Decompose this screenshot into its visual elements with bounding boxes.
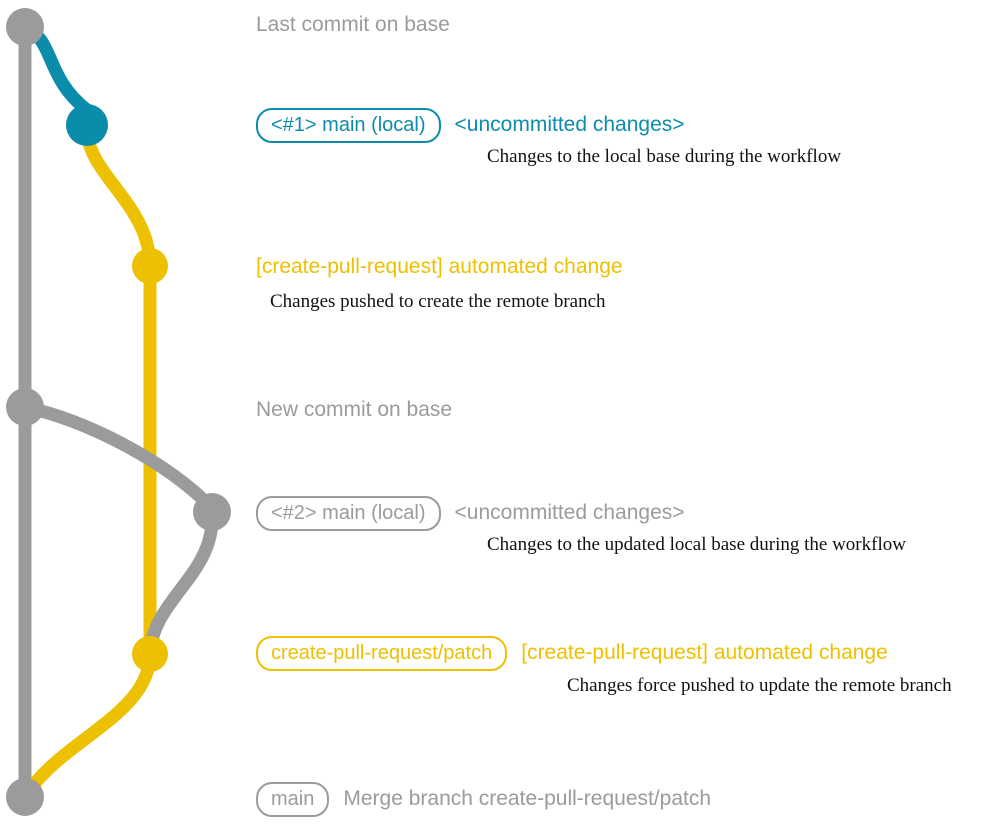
commit-node-base-top[interactable] xyxy=(6,8,44,46)
local-to-patch-line xyxy=(143,509,219,661)
local-branch-line-2 xyxy=(18,400,219,515)
commit-subject-local-changes-2: <uncommitted changes> xyxy=(454,501,685,524)
commit-subject-merge-commit: Merge branch create-pull-request/patch xyxy=(343,787,712,810)
commit-node-local-1[interactable] xyxy=(66,104,108,146)
branch-graph xyxy=(6,8,231,816)
commit-row-local-changes-1: <#1> main (local) <uncommitted changes> xyxy=(256,108,685,143)
commit-subject-local-changes-1: <uncommitted changes> xyxy=(454,113,685,136)
branch-chip-main[interactable]: main xyxy=(256,782,330,817)
commit-subject-last-commit-on-base: Last commit on base xyxy=(256,13,450,36)
commit-subject-new-commit-on-base: New commit on base xyxy=(256,398,453,421)
commit-row-new-commit-on-base: New commit on base xyxy=(256,399,452,420)
commit-description-automated-change-2: Changes force pushed to update the remot… xyxy=(567,675,952,696)
commit-description-automated-change-1: Changes pushed to create the remote bran… xyxy=(270,291,606,312)
commit-node-merge[interactable] xyxy=(6,778,44,816)
patch-branch-line-1 xyxy=(80,123,157,273)
commit-row-automated-change-2: create-pull-request/patch [create-pull-r… xyxy=(256,636,888,671)
commit-subject-automated-change-1: [create-pull-request] automated change xyxy=(256,255,623,278)
branch-chip-local-1[interactable]: <#1> main (local) xyxy=(256,108,441,143)
patch-merge-line xyxy=(18,647,157,804)
commit-node-patch-1[interactable] xyxy=(132,248,168,284)
commit-description-local-changes-2: Changes to the updated local base during… xyxy=(487,534,906,555)
commit-node-local-2[interactable] xyxy=(193,493,231,531)
commit-row-merge-commit: main Merge branch create-pull-request/pa… xyxy=(256,782,711,817)
branch-chip-patch[interactable]: create-pull-request/patch xyxy=(256,636,508,671)
commit-row-automated-change-1: [create-pull-request] automated change xyxy=(256,256,623,277)
commit-node-base-mid[interactable] xyxy=(6,388,44,426)
commit-node-patch-2[interactable] xyxy=(132,636,168,672)
branch-chip-local-2[interactable]: <#2> main (local) xyxy=(256,496,441,531)
commit-subject-automated-change-2: [create-pull-request] automated change xyxy=(521,641,888,664)
commit-row-local-changes-2: <#2> main (local) <uncommitted changes> xyxy=(256,496,685,531)
commit-description-local-changes-1: Changes to the local base during the wor… xyxy=(487,146,842,167)
commit-row-last-commit-on-base: Last commit on base xyxy=(256,14,450,35)
